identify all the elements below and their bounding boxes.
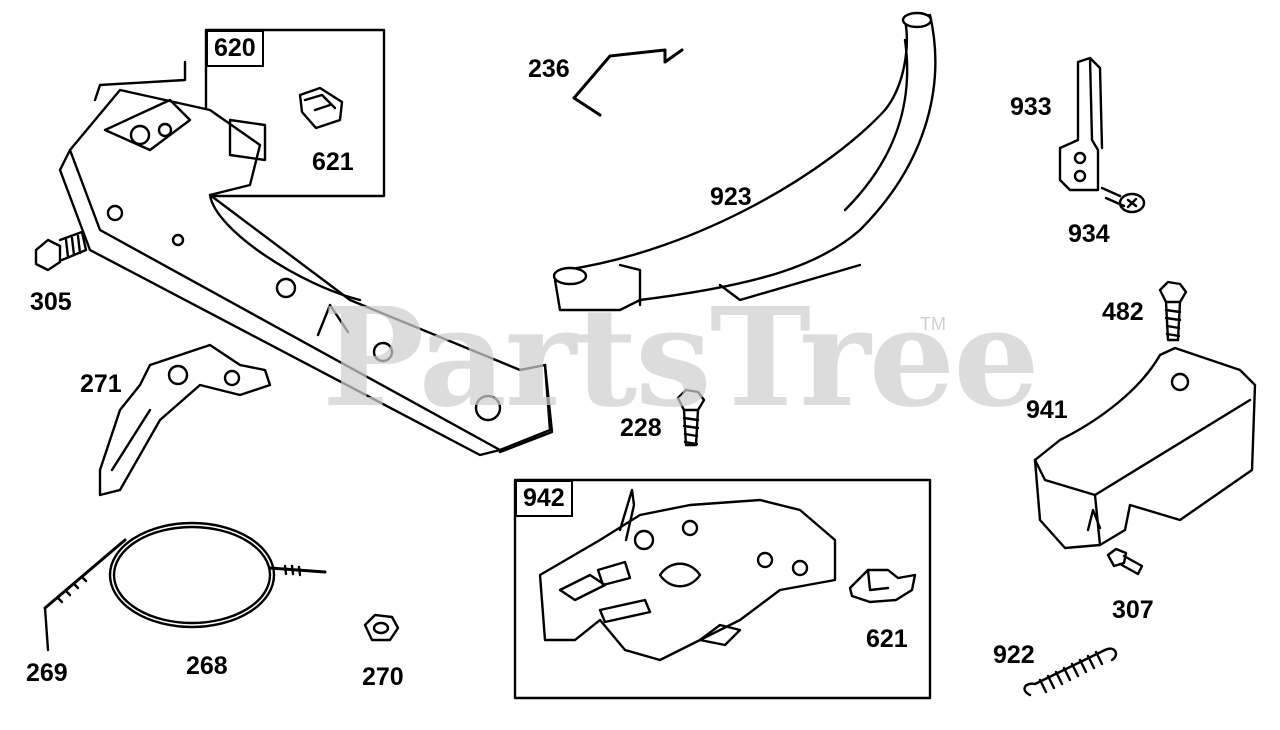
bolt-305-shape bbox=[34, 230, 88, 272]
assembly-box-942 bbox=[513, 478, 932, 700]
assembly-label-942: 942 bbox=[515, 480, 573, 517]
screw-934-shape bbox=[1100, 186, 1146, 214]
part-label-305[interactable]: 305 bbox=[30, 288, 72, 316]
part-label-268[interactable]: 268 bbox=[186, 652, 228, 680]
spring-922-shape bbox=[1023, 647, 1118, 697]
part-label-621-bottom[interactable]: 621 bbox=[866, 625, 908, 653]
trademark-mark: TM bbox=[920, 314, 946, 334]
clip-621-bottom-shape bbox=[848, 568, 917, 604]
part-label-621-top[interactable]: 621 bbox=[312, 148, 354, 176]
part-label-269[interactable]: 269 bbox=[26, 659, 68, 687]
bolt-228-shape bbox=[676, 388, 706, 447]
part-label-228[interactable]: 228 bbox=[620, 414, 662, 442]
part-label-941[interactable]: 941 bbox=[1026, 396, 1068, 424]
part-label-923[interactable]: 923 bbox=[710, 183, 752, 211]
clip-621-top-shape bbox=[298, 86, 344, 130]
bolt-482-shape bbox=[1158, 280, 1188, 342]
part-label-922[interactable]: 922 bbox=[993, 641, 1035, 669]
part-label-307[interactable]: 307 bbox=[1112, 596, 1154, 624]
assembly-label-620: 620 bbox=[206, 30, 264, 67]
cable-268-shape bbox=[43, 521, 327, 652]
part-label-482[interactable]: 482 bbox=[1102, 298, 1144, 326]
control-assembly-942-shape bbox=[538, 488, 837, 662]
lever-271-shape bbox=[98, 343, 272, 497]
nut-270-shape bbox=[363, 613, 400, 642]
part-label-271[interactable]: 271 bbox=[80, 370, 122, 398]
part-label-236[interactable]: 236 bbox=[528, 55, 570, 83]
part-label-270[interactable]: 270 bbox=[362, 663, 404, 691]
cover-941-shape bbox=[1033, 346, 1257, 550]
bracket-933-shape bbox=[1058, 56, 1104, 192]
band-923-shape bbox=[552, 11, 937, 312]
part-label-933[interactable]: 933 bbox=[1010, 93, 1052, 121]
part-label-934[interactable]: 934 bbox=[1068, 220, 1110, 248]
control-bracket-shape bbox=[58, 60, 554, 457]
screw-307-shape bbox=[1106, 547, 1144, 576]
wire-link-236-shape bbox=[572, 48, 684, 117]
